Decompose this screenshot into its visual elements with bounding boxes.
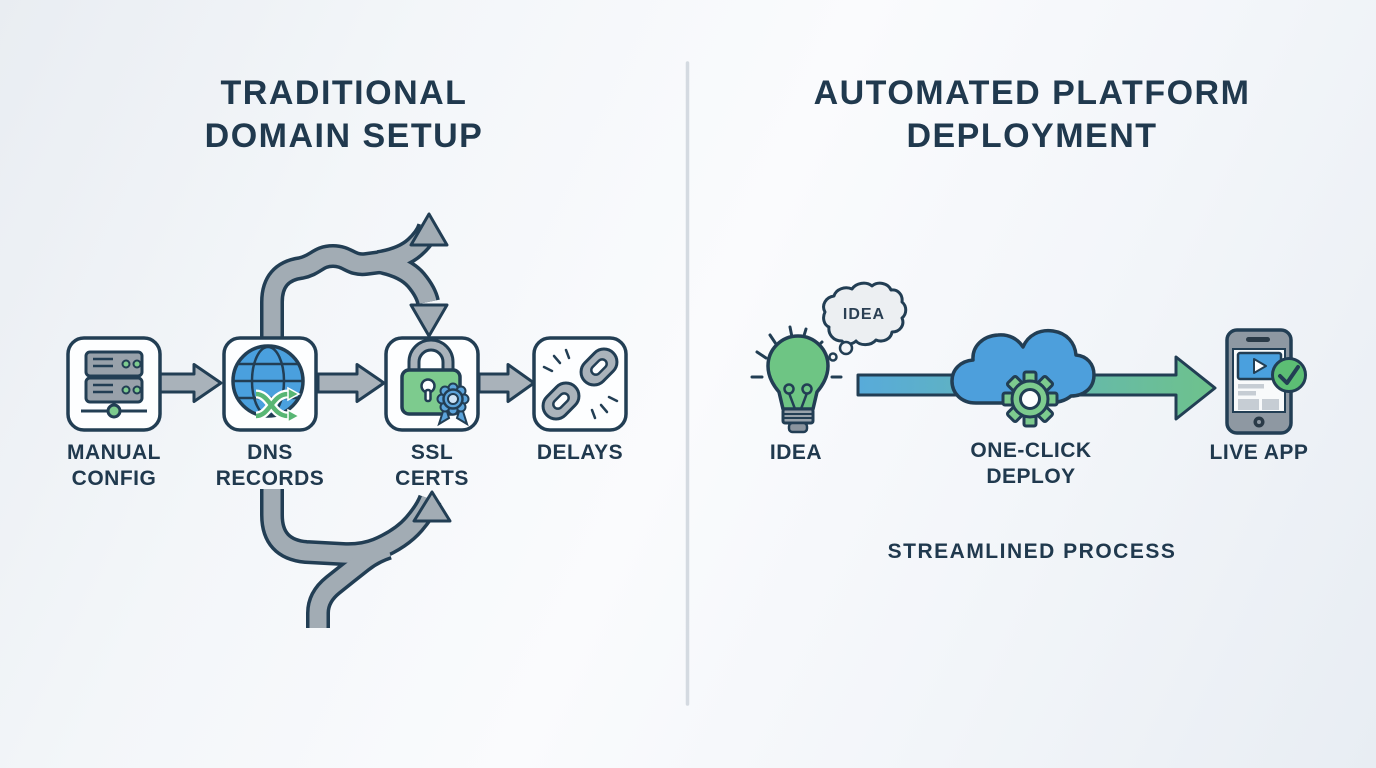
broken-chain-icon: [532, 336, 628, 432]
shuffle-arrows-icon: [255, 386, 301, 424]
thought-bubble-text: IDEA: [842, 306, 886, 323]
step-label-dns-records: DNS RECORDS: [215, 441, 325, 490]
thought-bubble: [822, 281, 908, 362]
flow-arrow: [316, 363, 386, 403]
right-title-line2: DEPLOYMENT: [906, 117, 1158, 155]
right-panel-title: AUTOMATED PLATFORM DEPLOYMENT: [762, 72, 1302, 158]
certificate-rosette-icon: [436, 382, 470, 427]
server-icon: [66, 336, 162, 432]
step-label-delays: DELAYS: [536, 441, 624, 464]
step-label-live-app: LIVE APP: [1209, 441, 1309, 464]
cloud-gear-icon: [950, 328, 1096, 428]
play-icon: [1253, 358, 1267, 374]
globe-shuffle-icon: [222, 336, 318, 432]
lightbulb-icon: [750, 325, 843, 434]
left-title-line2: DOMAIN SETUP: [204, 117, 484, 155]
step-label-one-click-deploy: ONE-CLICK DEPLOY: [970, 439, 1092, 488]
step-label-manual-config: MANUAL CONFIG: [67, 441, 161, 490]
step-label-idea: IDEA: [769, 441, 823, 464]
left-panel-title: TRADITIONAL DOMAIN SETUP: [114, 72, 574, 158]
gear-icon: [1001, 370, 1059, 428]
tangled-arrow-top: [260, 212, 449, 344]
right-title-line1: AUTOMATED PLATFORM: [813, 74, 1251, 112]
cloud-icon: [950, 328, 1096, 405]
flow-arrow: [158, 363, 223, 403]
smartphone-check-icon: [1225, 328, 1307, 435]
tangled-arrow-bottom: [260, 489, 452, 628]
check-badge-icon: [1271, 357, 1307, 393]
streamlined-process-label: STREAMLINED PROCESS: [887, 540, 1177, 563]
flow-arrow: [477, 363, 536, 403]
step-label-ssl-certs: SSL CERTS: [395, 441, 469, 490]
padlock-certificate-icon: [384, 336, 480, 432]
left-title-line1: TRADITIONAL: [220, 74, 468, 112]
